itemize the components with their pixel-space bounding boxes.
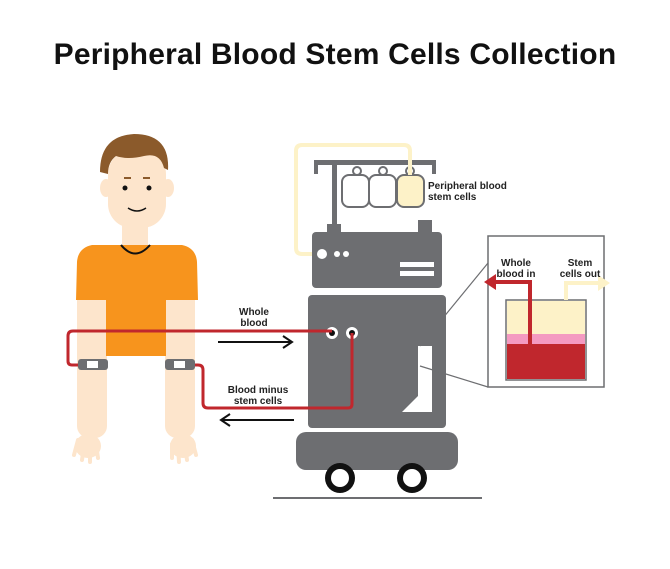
arrow-to-machine: [218, 335, 294, 349]
label-whole-blood-in: Whole blood in: [496, 258, 536, 280]
shirt: [76, 245, 198, 356]
label-peripheral-blood-stem-cells: Peripheral blood stem cells: [428, 181, 507, 203]
stem-cells-out-arrow: [598, 275, 610, 291]
bag-stem-cells: [396, 174, 425, 208]
apheresis-machine: [296, 220, 458, 493]
bag-empty-2: [368, 174, 397, 208]
bag-empty-1: [341, 174, 370, 208]
whole-blood-in-arrow: [484, 274, 496, 290]
stem-cell-tube: [294, 143, 412, 256]
machine-body: [308, 295, 446, 428]
hair: [100, 134, 169, 174]
face: [108, 150, 166, 228]
arrow-to-patient: [219, 413, 294, 427]
page-title: Peripheral Blood Stem Cells Collection: [53, 38, 617, 71]
collection-bags: [341, 174, 425, 208]
centrifuge-detail: [484, 235, 610, 388]
plasma-layer: [507, 301, 585, 334]
tube-whole-blood: [66, 329, 332, 367]
label-blood-minus-stem-cells: Blood minus stem cells: [227, 385, 289, 407]
stem-cell-layer: [507, 334, 585, 344]
machine-base: [296, 432, 458, 470]
label-stem-cells-out: Stem cells out: [559, 258, 601, 280]
tube-blood-return: [178, 333, 354, 410]
red-cell-layer: [507, 344, 585, 379]
label-whole-blood: Whole blood: [239, 307, 269, 329]
machine-top: [312, 232, 442, 288]
centrifuge-window: [402, 346, 432, 412]
patient: [72, 134, 198, 464]
